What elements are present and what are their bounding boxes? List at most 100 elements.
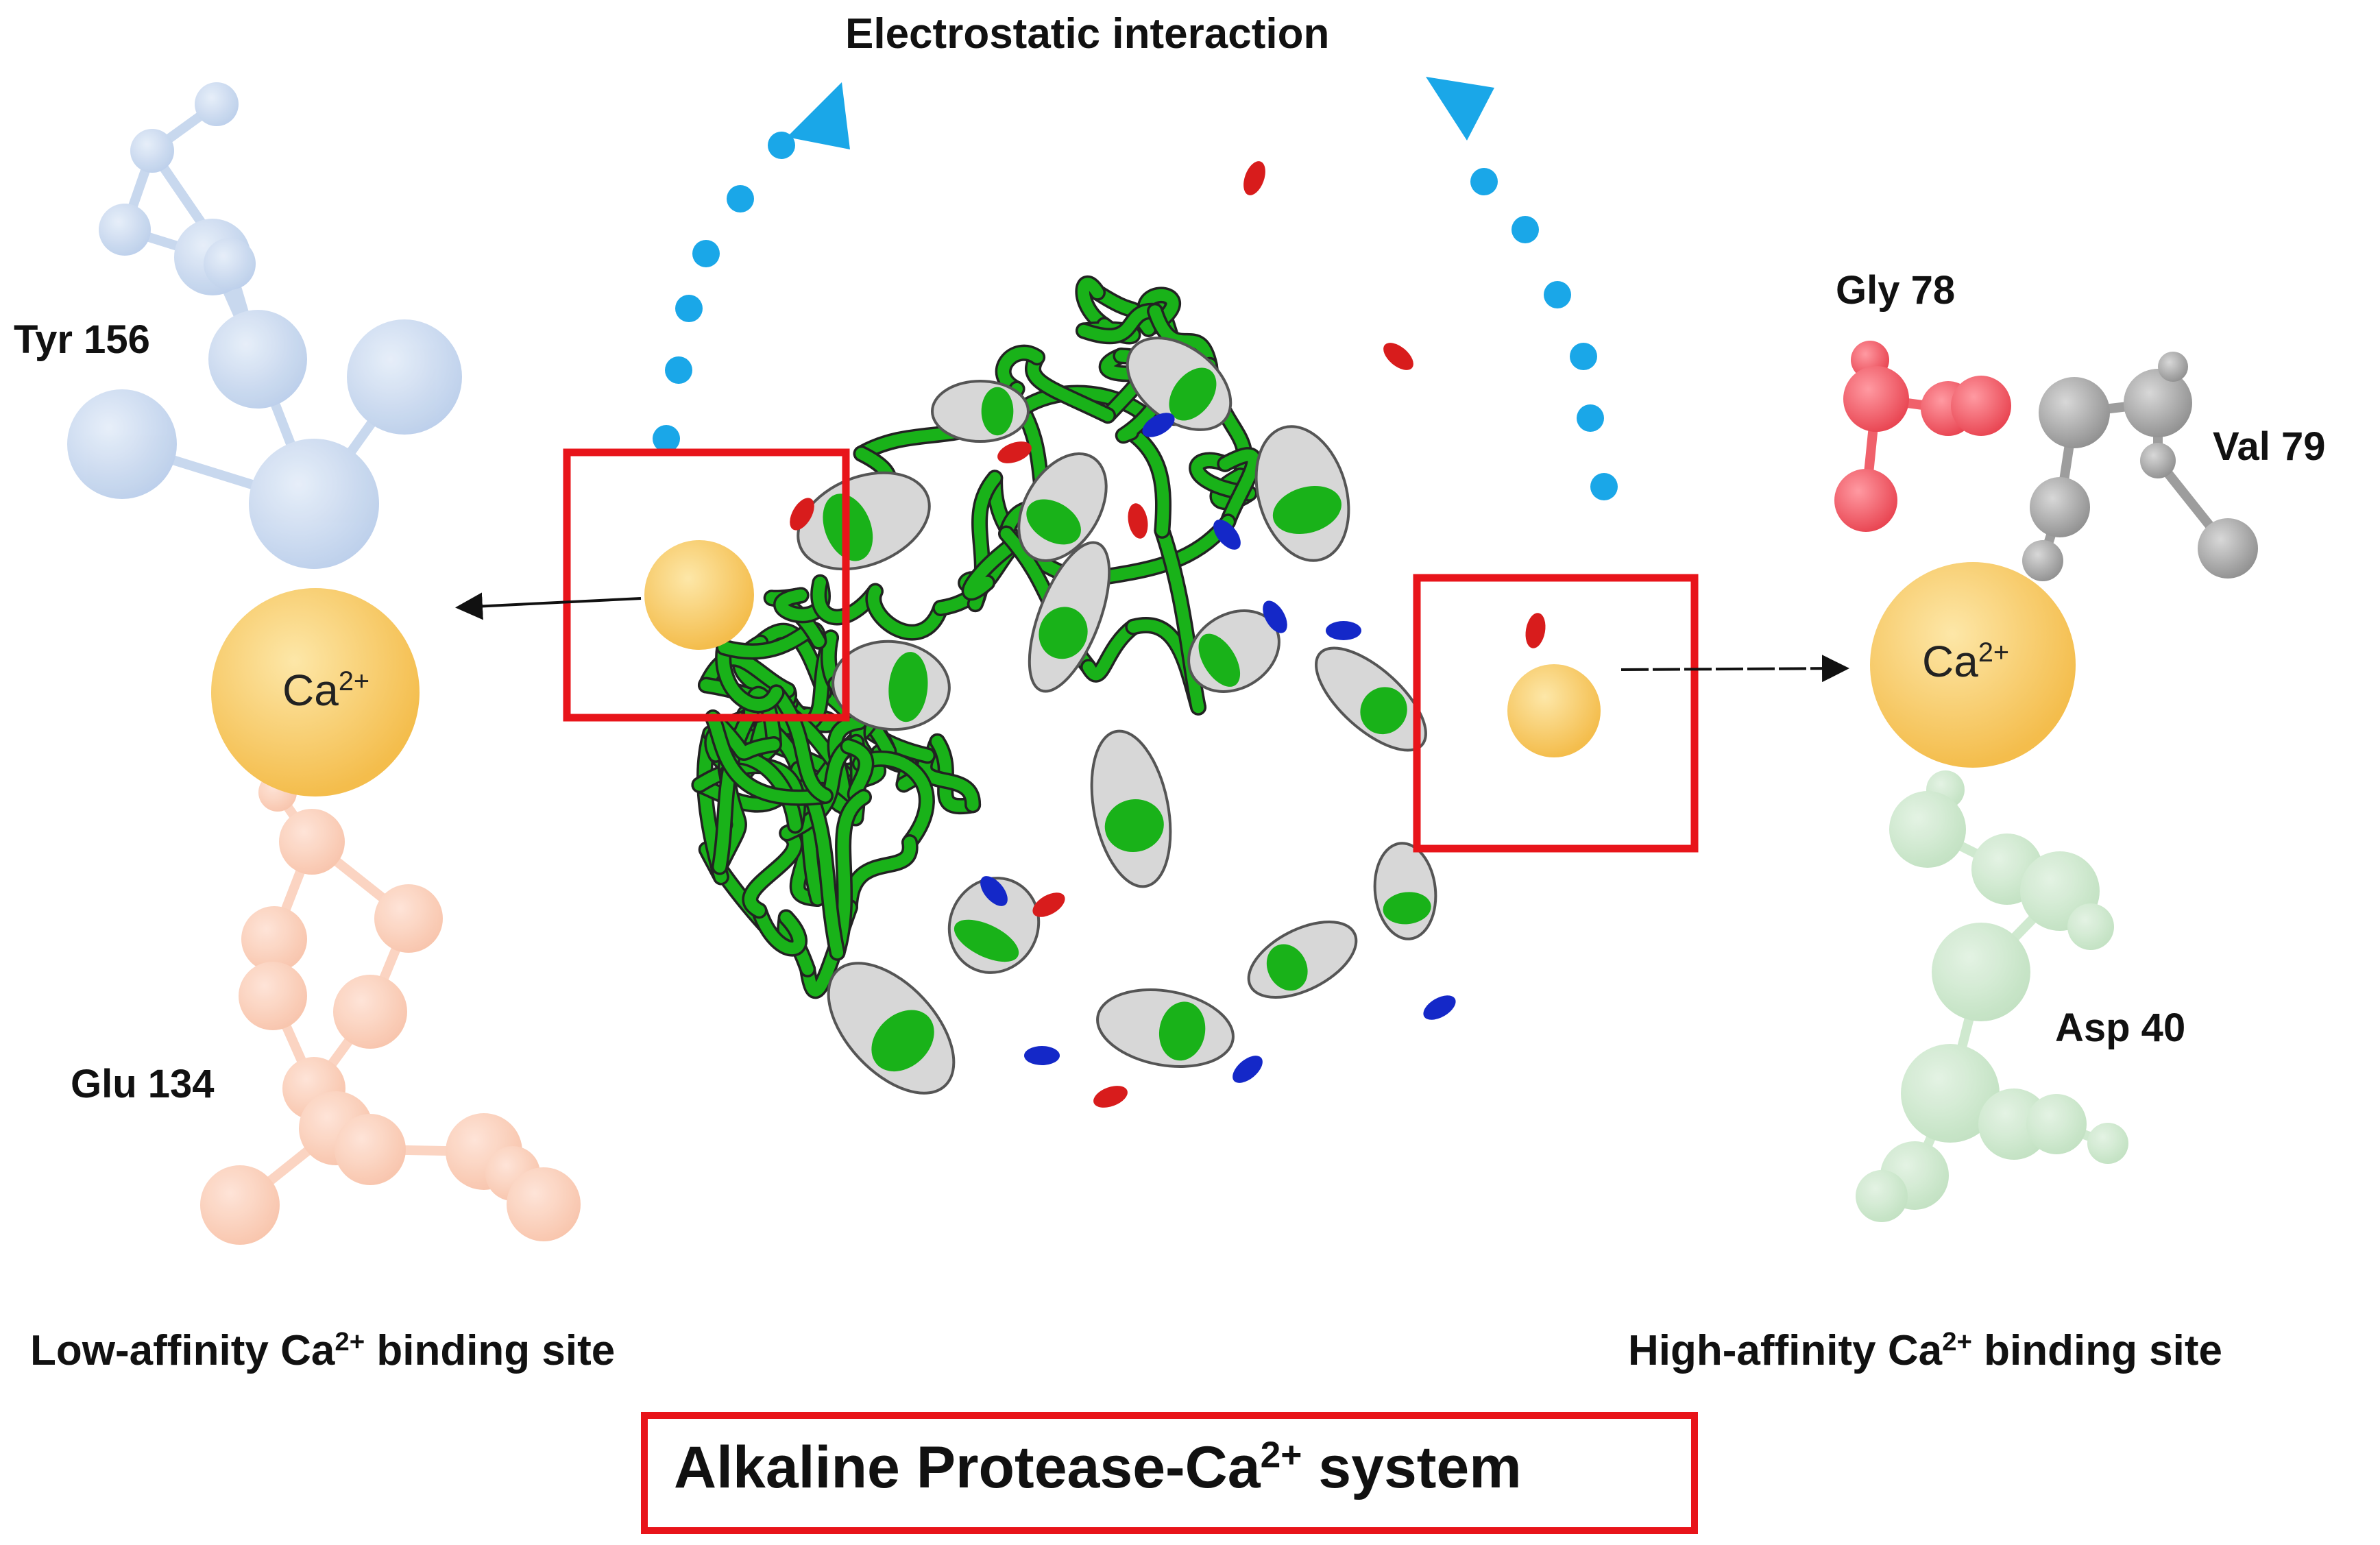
ribbon-coil	[1156, 524, 1204, 714]
tyr156-molecule	[67, 82, 462, 569]
gly78-label: Gly 78	[1836, 268, 1956, 313]
ribbon-helix-accent	[1169, 367, 1217, 421]
tyr-atom	[99, 204, 151, 256]
asp-atom	[1856, 1170, 1908, 1222]
glu-atom	[279, 809, 345, 875]
glu-atom	[200, 1165, 280, 1245]
ribbon-coil	[700, 653, 794, 696]
arrow-head-right	[1426, 77, 1494, 141]
gly-atom	[1834, 469, 1897, 532]
tyr-atom	[204, 238, 256, 290]
tyr-atom	[67, 389, 177, 499]
ribbon-helix-accent	[1026, 499, 1081, 545]
ribbon-helix-accent	[1266, 944, 1308, 991]
glu-atom	[507, 1167, 581, 1241]
low-site-pointer-arrow	[455, 592, 642, 620]
tyr156-label: Tyr 156	[14, 317, 150, 362]
ribbon-coil	[1191, 454, 1255, 500]
ribbon-coil	[844, 836, 916, 914]
glu134-label: Glu 134	[71, 1062, 215, 1106]
ribbon-coil	[997, 347, 1043, 395]
ribbon-helix-accent	[981, 387, 1014, 436]
ribbon-coil	[931, 735, 979, 812]
tyr-atom	[347, 319, 462, 435]
val79-molecule	[2022, 352, 2258, 581]
ribbon-coil	[1219, 449, 1260, 528]
ribbon-helix	[1373, 842, 1437, 940]
ribbon-coil	[1078, 305, 1161, 342]
arrow-head-left	[787, 82, 850, 149]
glu-atom	[374, 884, 443, 953]
ribbon-helix-accent	[1198, 633, 1241, 687]
ribbon-residue-accent	[997, 441, 1032, 463]
asp-atom	[1889, 791, 1966, 868]
ribbon-coil	[1149, 305, 1216, 372]
ribbon-residue-accent	[1093, 1086, 1128, 1108]
arrow-dot	[675, 295, 703, 322]
high-ion-label: Ca2+	[1922, 637, 2010, 686]
asp-atom	[2026, 1094, 2087, 1154]
ribbon-coil	[1082, 621, 1139, 681]
ribbon-coil	[1078, 278, 1110, 331]
ribbon-residue-accent	[1128, 503, 1148, 539]
ribbon-coil	[717, 641, 783, 711]
tyr-atom	[195, 82, 239, 126]
arrow-dot	[1544, 281, 1571, 308]
low-affinity-site-label: Low-affinity Ca2+ binding site	[30, 1326, 616, 1374]
val-atom	[2022, 540, 2063, 581]
ribbon-coil	[1125, 426, 1169, 537]
ribbon-helix-accent	[954, 919, 1019, 962]
ribbon-residue-accent	[1024, 1046, 1060, 1065]
tyr-atom	[208, 310, 307, 409]
arrow-dot	[768, 132, 795, 159]
ribbon-coil	[707, 711, 780, 759]
asp40-molecule	[1856, 770, 2128, 1222]
high-site-pointer-arrow	[1620, 655, 1849, 683]
val-atom	[2039, 377, 2110, 448]
ribbon-coil	[919, 749, 979, 811]
val-atom	[2140, 443, 2176, 478]
system-title: Alkaline Protease-Ca2+ system	[674, 1435, 1522, 1500]
val-atom	[2158, 352, 2188, 382]
ribbon-helix-accent	[1039, 607, 1088, 659]
low-site-highlight-box	[563, 448, 850, 722]
ribbon-coil	[812, 576, 882, 623]
gly-atom	[1843, 366, 1909, 432]
ribbon-residue-accent	[1232, 1056, 1263, 1083]
arrow-dot	[1577, 404, 1604, 432]
ribbon-residue-accent	[1383, 343, 1413, 370]
asp-atom	[1901, 1044, 2000, 1143]
ribbon-coil	[1027, 351, 1114, 422]
ribbon-helix-accent	[1383, 892, 1431, 925]
high-affinity-site-label: High-affinity Ca2+ binding site	[1628, 1326, 2223, 1374]
high-affinity-calcium-ion	[1870, 562, 2076, 768]
ribbon-residue-accent	[1032, 892, 1065, 917]
ribbon-coil	[1016, 387, 1153, 424]
ribbon-residue-accent	[1213, 520, 1241, 550]
low-affinity-calcium-ion	[211, 588, 420, 796]
ribbon-coil	[781, 740, 854, 840]
glu-atom	[241, 906, 307, 972]
ribbon-helix-accent	[1272, 486, 1341, 535]
val-atom	[2198, 518, 2258, 579]
asp-atom	[2067, 903, 2114, 950]
low-site-ion-marker	[644, 540, 754, 650]
asp-atom	[2087, 1123, 2128, 1164]
ribbon-residue-accent	[1423, 995, 1456, 1020]
ribbon-helix-accent	[888, 652, 928, 722]
arrow-dot	[1511, 216, 1539, 243]
system-title-box	[641, 1412, 1698, 1534]
ribbon-residue-accent	[980, 876, 1008, 906]
ribbon-helix-accent	[1360, 687, 1407, 735]
ribbon-residue-accent	[1263, 600, 1287, 633]
arrow-dot	[692, 240, 720, 267]
ribbon-helix-accent	[1158, 1001, 1206, 1061]
glu-atom	[239, 962, 307, 1030]
glu-atom	[333, 975, 407, 1049]
ribbon-coil	[868, 585, 947, 638]
ribbon-coil	[831, 791, 870, 959]
ribbon-coil	[707, 711, 831, 804]
arrow-dot	[1570, 343, 1597, 370]
